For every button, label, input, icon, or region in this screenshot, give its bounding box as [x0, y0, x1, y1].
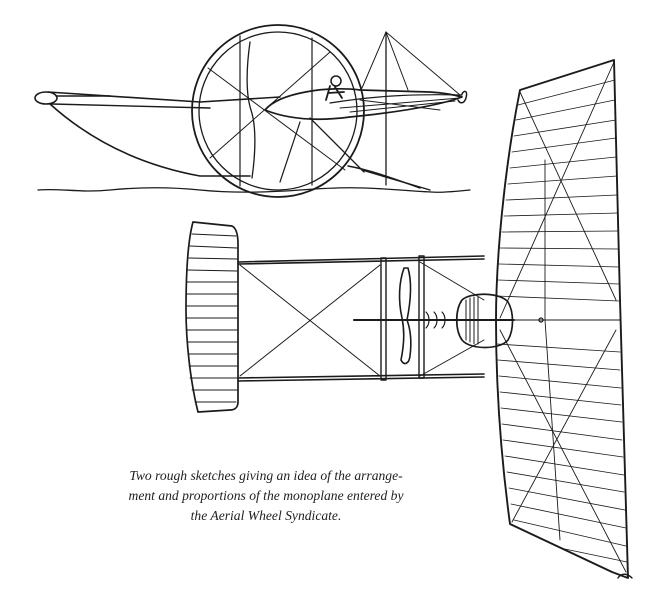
- wing-ribs: [496, 79, 628, 563]
- figure-caption: Two rough sketches giving an idea of the…: [62, 466, 470, 526]
- side-propeller: [246, 41, 256, 179]
- side-view-sketch: [34, 24, 471, 198]
- wing-bracing: [497, 61, 627, 573]
- plan-view-sketch: [185, 59, 633, 579]
- large-wheel-inner-rim: [198, 31, 358, 191]
- caption-line-1: Two rough sketches giving an idea of the…: [129, 468, 403, 483]
- ground-line: [37, 187, 471, 193]
- nose: [34, 91, 58, 105]
- plan-fuselage-frame: [237, 255, 485, 382]
- pilot-head: [330, 75, 342, 87]
- caption-line-2: ment and proportions of the monoplane en…: [128, 488, 404, 503]
- main-wing: [495, 59, 629, 579]
- caption-line-3: the Aerial Wheel Syndicate.: [190, 508, 342, 523]
- tail-plane: [185, 221, 239, 413]
- plan-propeller: [398, 267, 412, 365]
- large-wheel-outer-rim: [191, 24, 365, 198]
- tail-ribs: [186, 233, 238, 403]
- side-skid: [347, 165, 421, 189]
- side-fuselage: [264, 87, 463, 120]
